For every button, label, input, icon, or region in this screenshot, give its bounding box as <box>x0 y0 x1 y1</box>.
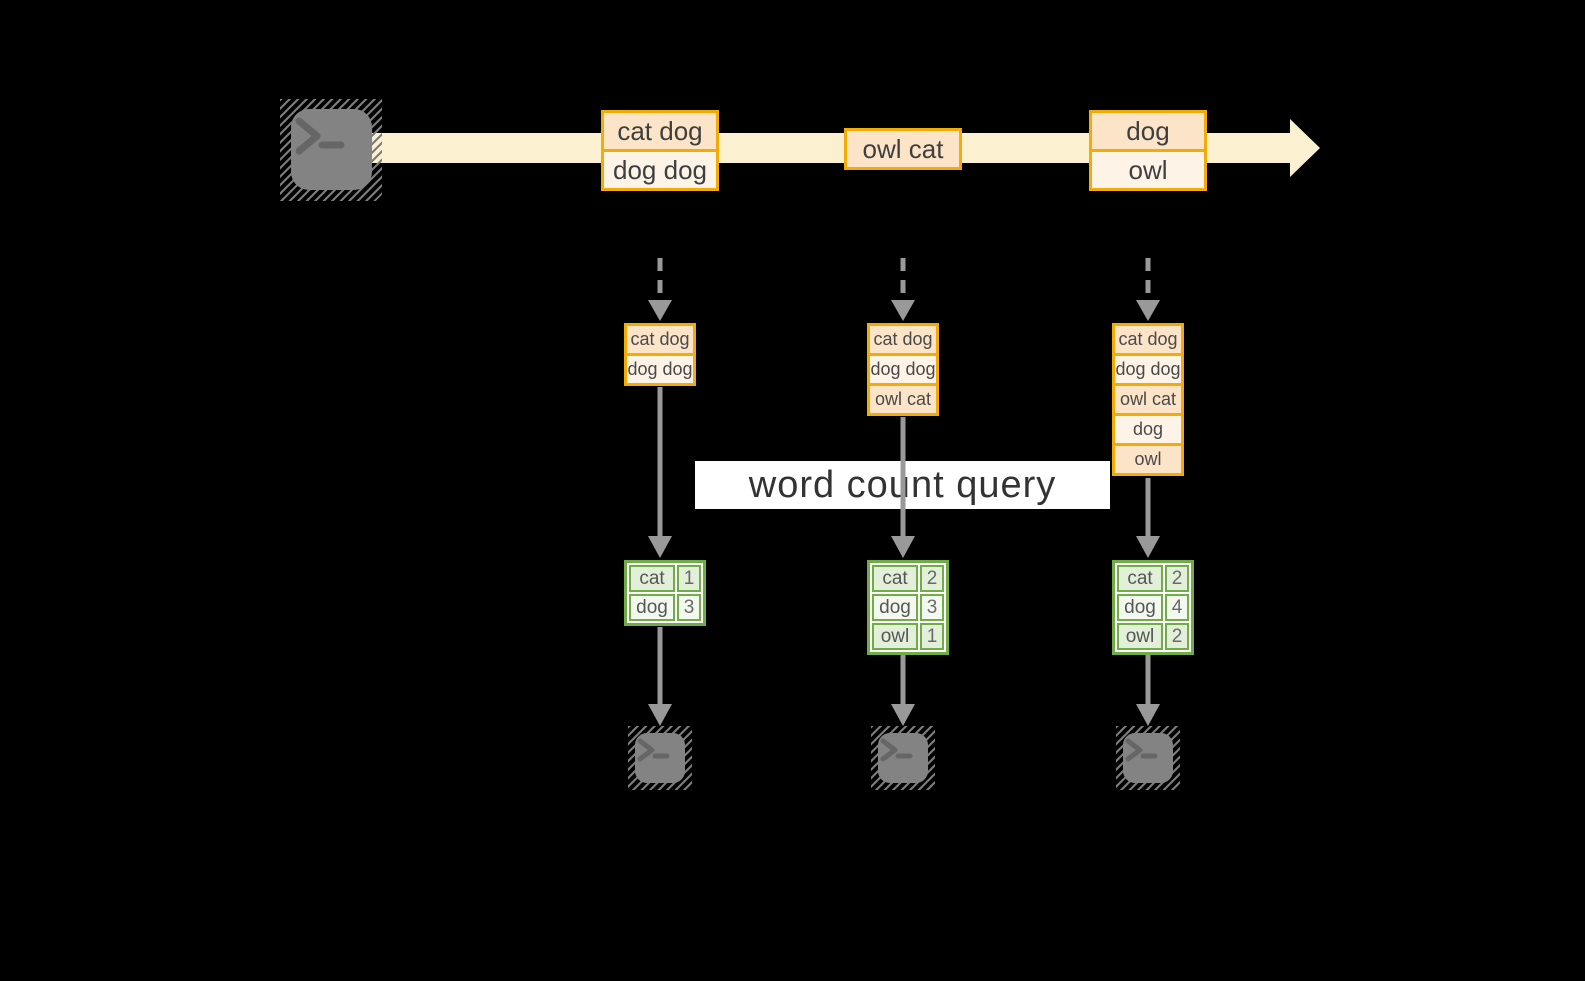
table-cell-word: cat <box>872 565 918 592</box>
table-cell-word: dog <box>1117 594 1163 621</box>
stream-box-row: owl <box>1089 149 1207 191</box>
terminal-sink-icon <box>1116 726 1180 790</box>
dashed-arrow-icon <box>1136 258 1160 321</box>
table-row: dog 3 <box>872 594 944 621</box>
table-row: cat 1 <box>629 565 701 592</box>
terminal-prompt-glyph <box>1125 738 1158 762</box>
table-cell-count: 1 <box>677 565 701 592</box>
table-row: owl 2 <box>1117 623 1189 650</box>
table-cell-count: 3 <box>920 594 944 621</box>
word-count-table: cat 2 dog 4 owl 2 <box>1112 560 1194 655</box>
stream-event-box: dog owl <box>1089 110 1207 191</box>
table-cell-word: dog <box>872 594 918 621</box>
terminal-sink-icon <box>628 726 692 790</box>
stream-box-row: dog dog <box>601 149 719 191</box>
stream-event-box: cat dog dog dog <box>601 110 719 191</box>
table-row: cat 2 <box>872 565 944 592</box>
word-count-table: cat 1 dog 3 <box>624 560 706 626</box>
stream-event-box: owl cat <box>844 128 962 170</box>
flow-arrow-icon <box>648 627 672 726</box>
terminal-source-icon <box>280 99 382 201</box>
dashed-arrow-icon <box>891 258 915 321</box>
flow-arrow-icon <box>891 655 915 726</box>
flow-arrow-icon <box>1136 655 1160 726</box>
table-cell-count: 2 <box>1165 565 1189 592</box>
terminal-prompt-glyph <box>295 117 345 155</box>
state-row: owl <box>1112 443 1184 476</box>
table-row: dog 3 <box>629 594 701 621</box>
stream-box-row: cat dog <box>601 110 719 152</box>
stream-box-row: dog <box>1089 110 1207 152</box>
state-row: cat dog <box>1112 323 1184 356</box>
table-row: owl 1 <box>872 623 944 650</box>
state-row: dog <box>1112 413 1184 446</box>
stream-box-row: owl cat <box>844 128 962 170</box>
table-row: dog 4 <box>1117 594 1189 621</box>
state-buffer: cat dog dog dog owl cat <box>867 323 939 416</box>
table-cell-count: 3 <box>677 594 701 621</box>
state-row: dog dog <box>624 353 696 386</box>
table-row: cat 2 <box>1117 565 1189 592</box>
table-cell-word: owl <box>1117 623 1163 650</box>
flow-arrow-icon <box>648 387 672 558</box>
stream-arrowhead-icon <box>1290 119 1320 177</box>
state-buffer: cat dog dog dog owl cat dog owl <box>1112 323 1184 476</box>
flow-arrow-icon <box>1136 478 1160 558</box>
state-row: owl cat <box>1112 383 1184 416</box>
terminal-prompt-glyph <box>880 738 913 762</box>
table-cell-word: dog <box>629 594 675 621</box>
state-row: dog dog <box>1112 353 1184 386</box>
terminal-sink-icon <box>871 726 935 790</box>
table-cell-count: 1 <box>920 623 944 650</box>
state-row: cat dog <box>867 323 939 356</box>
terminal-prompt-glyph <box>637 738 670 762</box>
table-cell-word: cat <box>1117 565 1163 592</box>
state-row: cat dog <box>624 323 696 356</box>
flow-arrow-icon <box>891 417 915 558</box>
table-cell-count: 4 <box>1165 594 1189 621</box>
state-buffer: cat dog dog dog <box>624 323 696 386</box>
state-row: owl cat <box>867 383 939 416</box>
table-cell-word: owl <box>872 623 918 650</box>
state-row: dog dog <box>867 353 939 386</box>
table-cell-count: 2 <box>920 565 944 592</box>
word-count-table: cat 2 dog 3 owl 1 <box>867 560 949 655</box>
table-cell-word: cat <box>629 565 675 592</box>
dashed-arrow-icon <box>648 258 672 321</box>
table-cell-count: 2 <box>1165 623 1189 650</box>
